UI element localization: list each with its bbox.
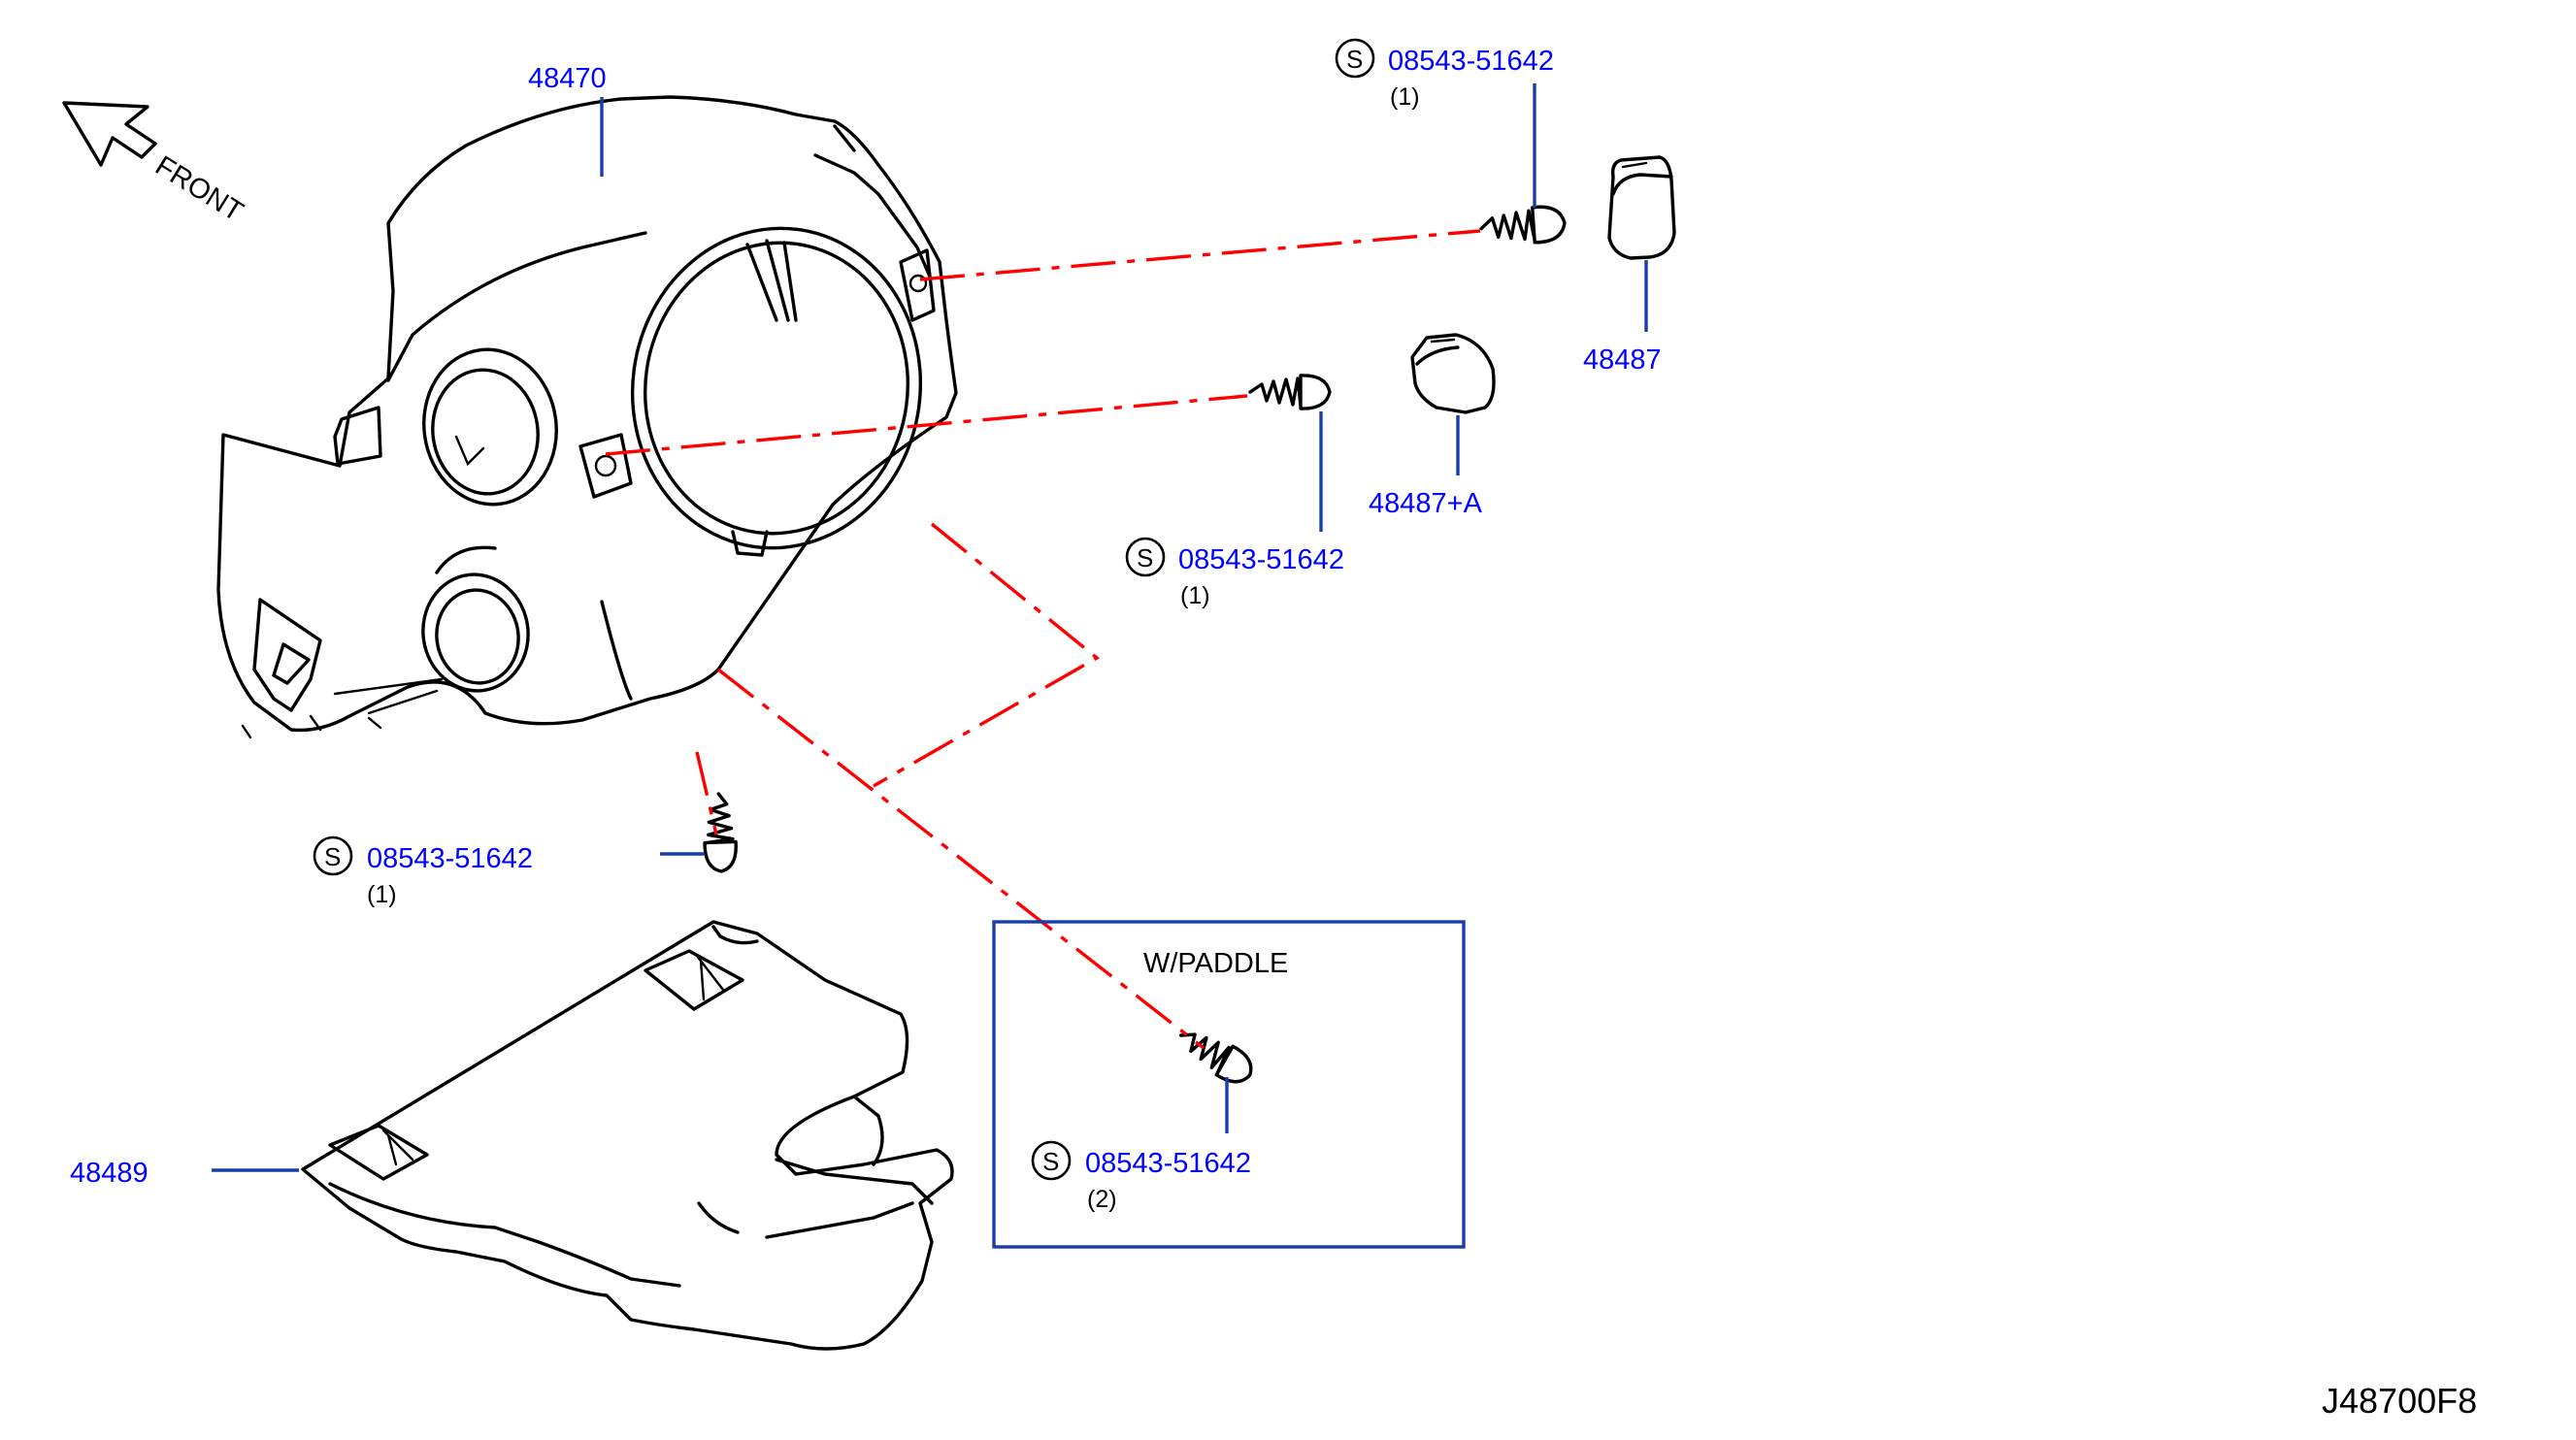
screw-part-number: 08543-51642 bbox=[1178, 544, 1344, 575]
callout-48489: 48489 bbox=[70, 1158, 149, 1189]
lower-column-cover bbox=[301, 920, 954, 1351]
callout-48487: 48487 bbox=[1583, 344, 1662, 376]
screw-callout-top: S 08543-51642 (1) bbox=[1335, 38, 1554, 111]
callout-48487-a: 48487+A bbox=[1369, 488, 1483, 519]
standard-part-symbol bbox=[1031, 1140, 1072, 1181]
screw-icon bbox=[1479, 205, 1567, 245]
svg-text:S: S bbox=[1346, 45, 1363, 74]
screw-quantity: (2) bbox=[1087, 1186, 1117, 1213]
screw-icon bbox=[1178, 1032, 1253, 1084]
front-label: FRONT bbox=[149, 150, 248, 228]
callout-48470: 48470 bbox=[528, 63, 607, 94]
centerlines bbox=[605, 229, 1481, 1050]
svg-text:S: S bbox=[1042, 1147, 1059, 1176]
standard-part-symbol bbox=[1125, 537, 1166, 577]
screw-part-number: 08543-51642 bbox=[1388, 46, 1554, 77]
screw-callout-paddle: S 08543-51642 (2) bbox=[1031, 1140, 1251, 1213]
screw-icon bbox=[703, 792, 738, 873]
screw-quantity: (1) bbox=[367, 881, 397, 908]
screw-icon bbox=[1248, 374, 1332, 410]
screw-part-number: 08543-51642 bbox=[1085, 1148, 1251, 1179]
option-box bbox=[992, 920, 1466, 1249]
standard-part-symbol bbox=[313, 835, 353, 876]
standard-part-symbol bbox=[1335, 38, 1375, 79]
cap-48487-a bbox=[1410, 333, 1496, 414]
screw-callout-middle: S 08543-51642 (1) bbox=[1125, 537, 1344, 609]
screw-part-number: 08543-51642 bbox=[367, 843, 533, 874]
front-arrow-icon bbox=[62, 101, 157, 167]
cap-48487 bbox=[1607, 155, 1676, 260]
leader-lines bbox=[212, 83, 1648, 1172]
screw-quantity: (1) bbox=[1180, 582, 1210, 609]
svg-text:S: S bbox=[324, 842, 341, 871]
screw-quantity: (1) bbox=[1390, 83, 1420, 111]
figure-reference: J48700F8 bbox=[2322, 1381, 2477, 1421]
upper-column-cover bbox=[216, 95, 958, 739]
svg-text:S: S bbox=[1137, 543, 1153, 573]
option-box-label: W/PADDLE bbox=[1143, 948, 1288, 979]
screw-callout-lower: S 08543-51642 (1) bbox=[313, 835, 533, 908]
